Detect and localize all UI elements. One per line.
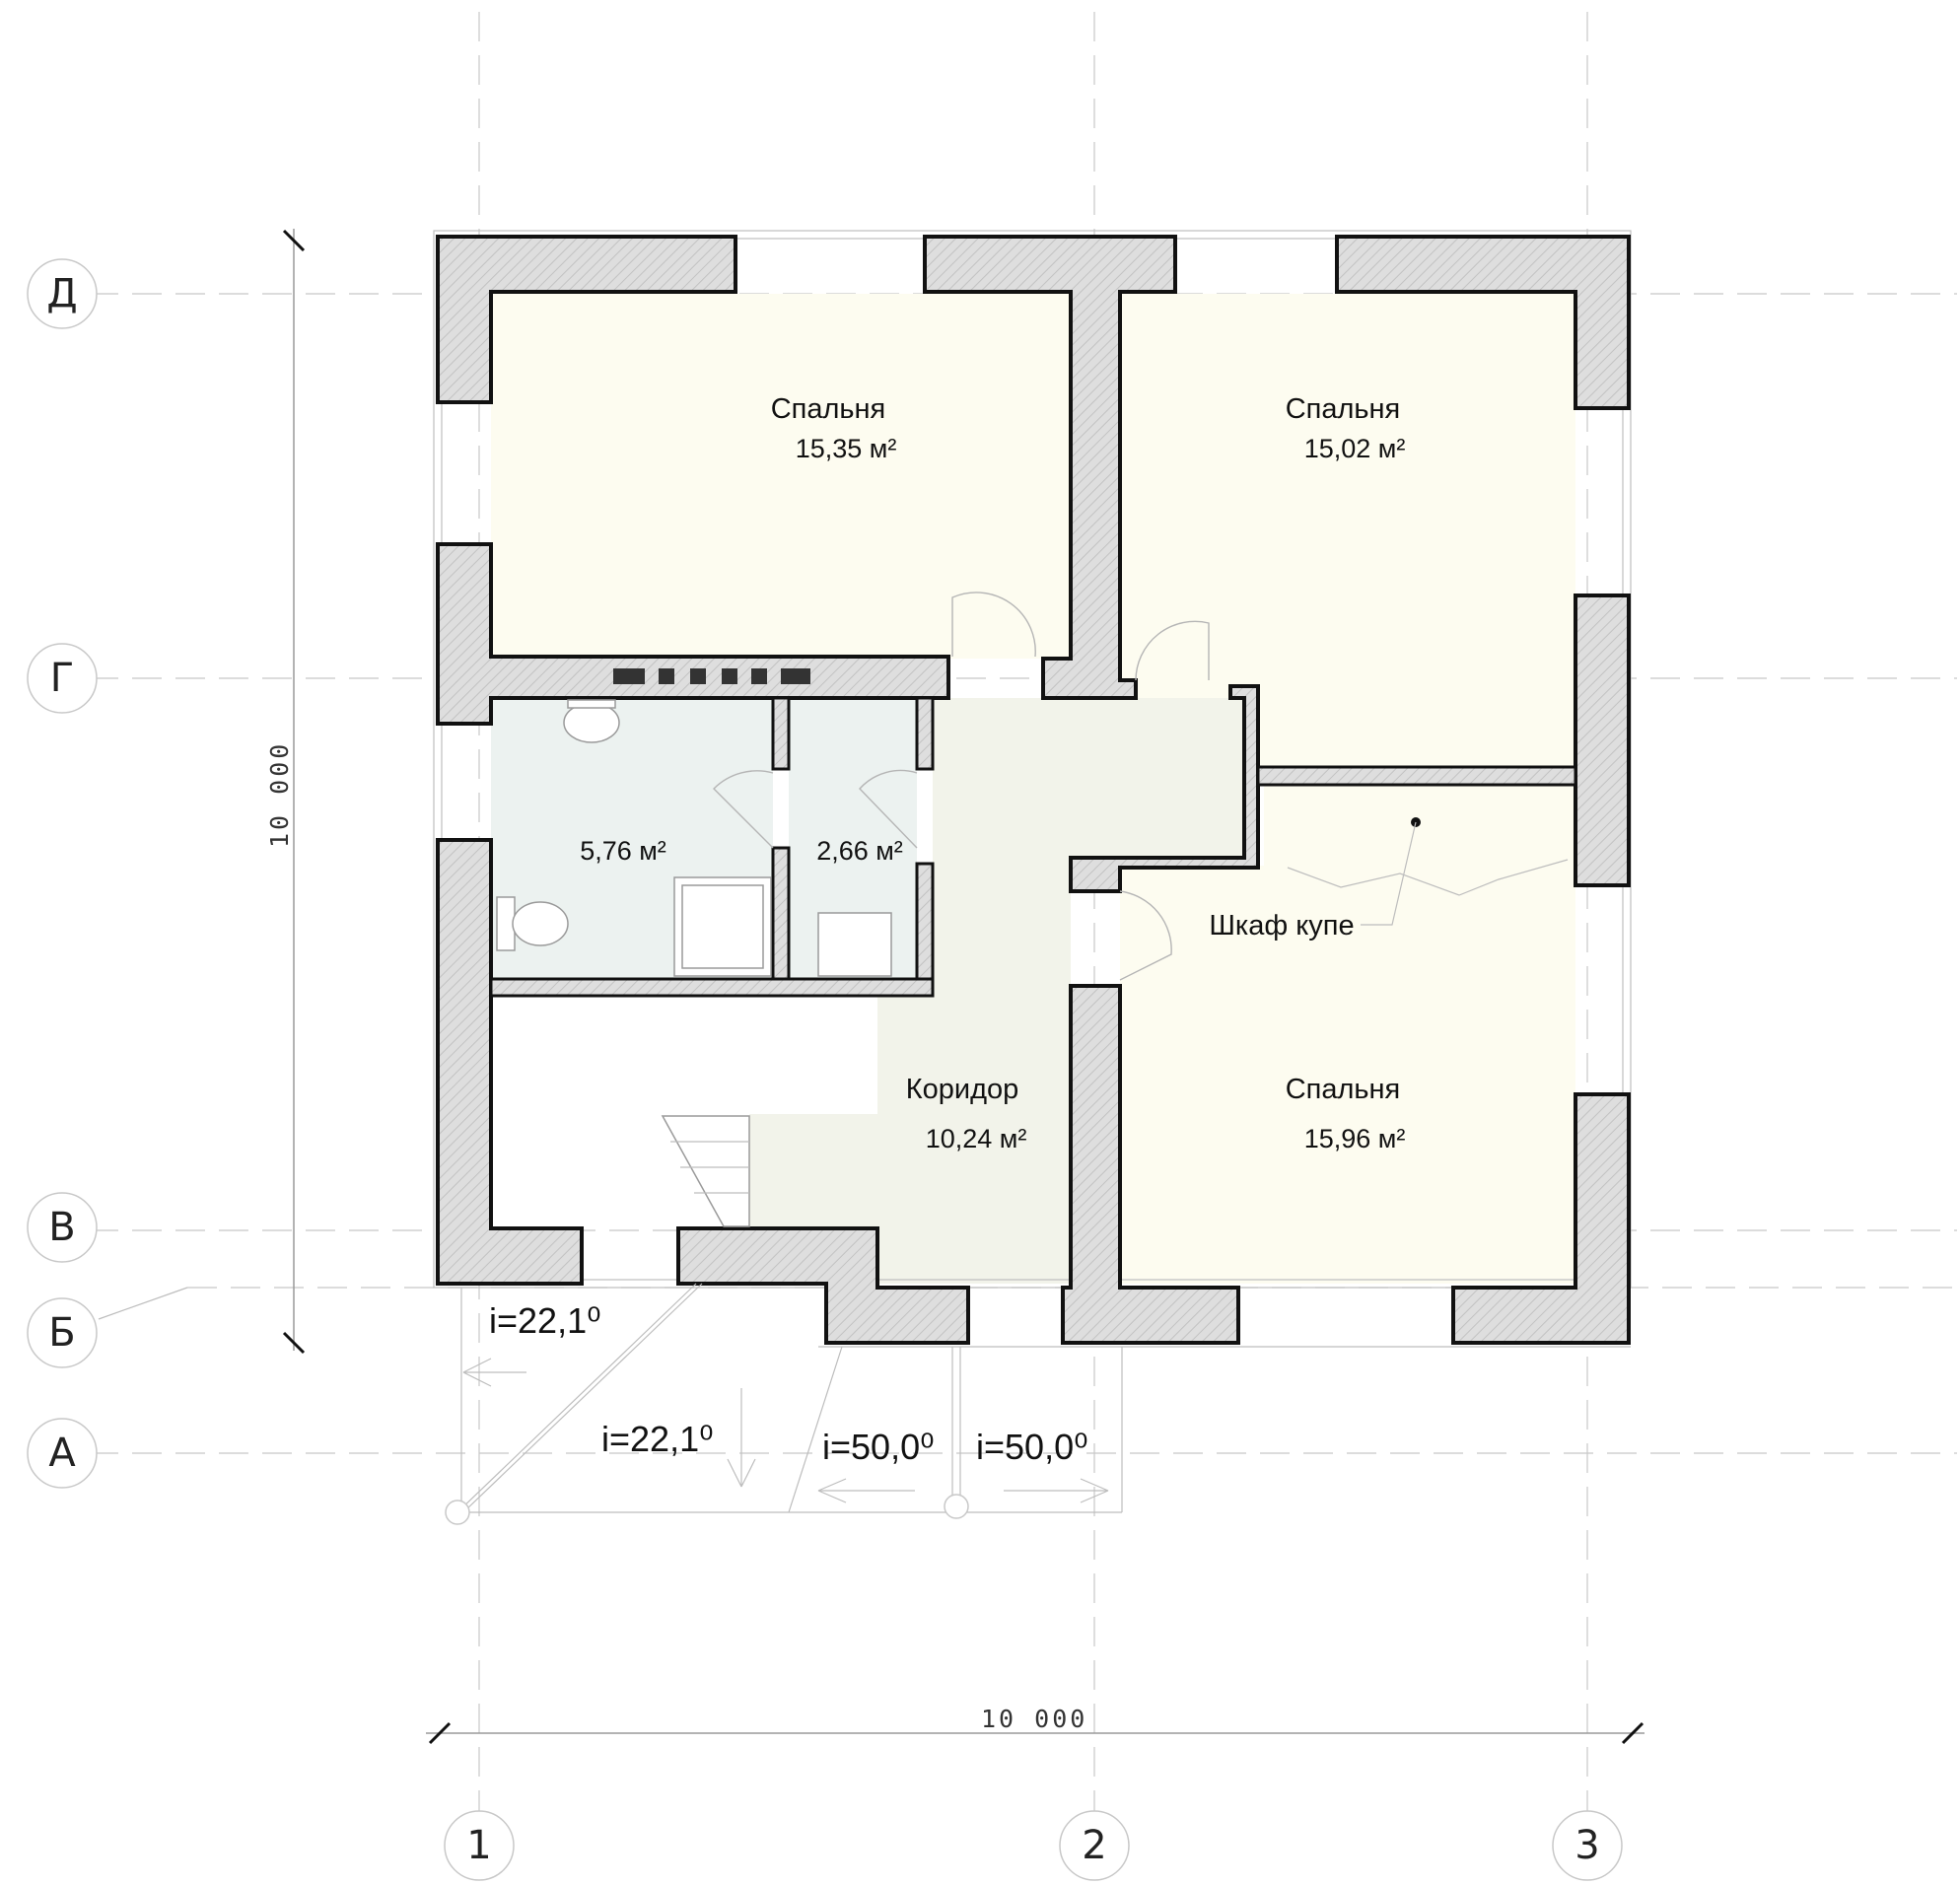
row-label-g: Г: [50, 656, 74, 701]
door-wc-arc: [859, 769, 918, 849]
slope-labels: i=22,1⁰ i=22,1⁰ i=50,0⁰ i=50,0⁰: [489, 1300, 1088, 1467]
col-bubble-1: [444, 1810, 515, 1881]
wall-bottom-middle: [676, 1226, 970, 1345]
row-bubble-a: [27, 1418, 98, 1489]
room-5-name: Коридор: [906, 1074, 1019, 1105]
walls: [436, 235, 1631, 1345]
vent-block-1: [613, 668, 645, 684]
slope-arrow-2: [727, 1388, 756, 1488]
room-1-area: 15,35 м²: [796, 434, 897, 463]
row-label-v: В: [48, 1205, 75, 1250]
column-bubbles: 1 2 3: [444, 1810, 1623, 1881]
doors: [713, 592, 1210, 981]
room-4-area: 2,66 м²: [816, 836, 903, 866]
slope-arrow-3: [817, 1478, 915, 1503]
wall-top-left-corner: [436, 235, 737, 404]
wall-bedroom2-closet-partition: [1256, 765, 1577, 787]
fixtures: [496, 699, 1569, 977]
col-label-2: 2: [1082, 1823, 1106, 1868]
roof-ridge-diagonal: [456, 1283, 697, 1513]
row-label-a: А: [48, 1431, 76, 1476]
bedroom-1-fill: [491, 294, 1071, 659]
slope-label-1: i=22,1⁰: [489, 1300, 601, 1341]
roof-hip: [788, 1346, 843, 1513]
sink-icon: [563, 702, 620, 743]
stair: [661, 1115, 750, 1227]
vent-block-5: [751, 668, 767, 684]
axis-leader-row-b: [98, 1287, 188, 1320]
bedroom-2-fill: [1120, 294, 1575, 767]
roof-post-middle: [944, 1494, 969, 1519]
row-bubble-b: [27, 1297, 98, 1368]
wall-left-upper: [436, 542, 950, 726]
closet-leader: [1361, 821, 1417, 926]
wall-bath-wc-partition: [771, 696, 791, 981]
room-6-name: Спальня: [1286, 1074, 1401, 1105]
wall-wc-right: [915, 696, 935, 981]
slope-label-2: i=22,1⁰: [601, 1419, 714, 1459]
toilet-bowl-icon: [512, 901, 569, 946]
closet-sliding-door: [1287, 859, 1569, 896]
door-bedroom-3-arc: [1119, 890, 1172, 981]
boiler-icon: [817, 912, 892, 977]
col-label-3: 3: [1575, 1823, 1599, 1868]
room-labels: Спальня 15,35 м² Спальня 15,02 м² 5,76 м…: [580, 393, 1405, 1153]
dimension-vertical-tick-top: [282, 229, 306, 252]
bedroom-3-fill: [1120, 785, 1575, 1284]
vent-block-2: [659, 668, 674, 684]
wall-bottom-right-corner: [1451, 1092, 1631, 1345]
row-label-d: Д: [46, 271, 77, 316]
room-1-name: Спальня: [771, 393, 886, 425]
wall-left-lower: [436, 838, 584, 1286]
vent-block-3: [690, 668, 706, 684]
row-label-b: Б: [48, 1310, 75, 1356]
col-bubble-2: [1059, 1810, 1130, 1881]
vent-block-4: [722, 668, 737, 684]
ventilation: [613, 668, 810, 684]
col-bubble-3: [1552, 1810, 1623, 1881]
wall-bottom-right-left-piece: [1061, 984, 1240, 1345]
row-bubble-d: [27, 258, 98, 329]
wall-bath-bottom: [489, 977, 935, 998]
dimension-horizontal-tick-right: [1621, 1721, 1645, 1745]
porch-roof: [445, 1283, 1123, 1525]
col-label-1: 1: [466, 1823, 491, 1868]
dimension-horizontal: 10 000: [426, 1705, 1645, 1745]
row-bubbles: Д Г В Б А: [27, 258, 98, 1489]
dimension-vertical-tick-bottom: [282, 1331, 306, 1355]
room-3-area: 5,76 м²: [580, 836, 666, 866]
room-2-area: 15,02 м²: [1304, 434, 1406, 463]
dimension-horizontal-text: 10 000: [981, 1705, 1087, 1733]
slope-label-3: i=50,0⁰: [822, 1427, 935, 1467]
door-bedroom-2-arc: [1135, 620, 1210, 681]
dimension-vertical-text: 10 000: [265, 741, 294, 848]
door-bedroom-1-arc: [951, 592, 1036, 658]
wall-closet-stub: [1069, 684, 1260, 893]
room-2-name: Спальня: [1286, 393, 1401, 425]
row-bubble-v: [27, 1192, 98, 1263]
corridor-fill: [749, 698, 1244, 1284]
vent-block-6: [781, 668, 810, 684]
room-5-area: 10,24 м²: [926, 1124, 1027, 1153]
slope-arrow-4: [1004, 1478, 1109, 1503]
roof-ridge-diagonal-2: [462, 1283, 703, 1513]
door-bath-arc: [713, 770, 774, 849]
shower-tray-inner: [681, 884, 764, 969]
row-bubble-g: [27, 643, 98, 714]
room-6-area: 15,96 м²: [1304, 1124, 1406, 1153]
wall-right-middle: [1574, 593, 1631, 887]
wall-top-right-corner: [1335, 235, 1631, 410]
sink-counter: [567, 699, 616, 709]
stair-icon: [661, 1115, 750, 1227]
roof-post-left: [445, 1500, 470, 1525]
closet-label: Шкаф купе: [1209, 910, 1354, 942]
room-fills: [491, 294, 1575, 1284]
slope-arrow-1: [462, 1358, 526, 1387]
dimension-horizontal-tick-left: [428, 1721, 452, 1745]
dimension-vertical: 10 000: [265, 229, 306, 1355]
slope-label-4: i=50,0⁰: [976, 1427, 1088, 1467]
wall-top-middle: [923, 235, 1177, 700]
